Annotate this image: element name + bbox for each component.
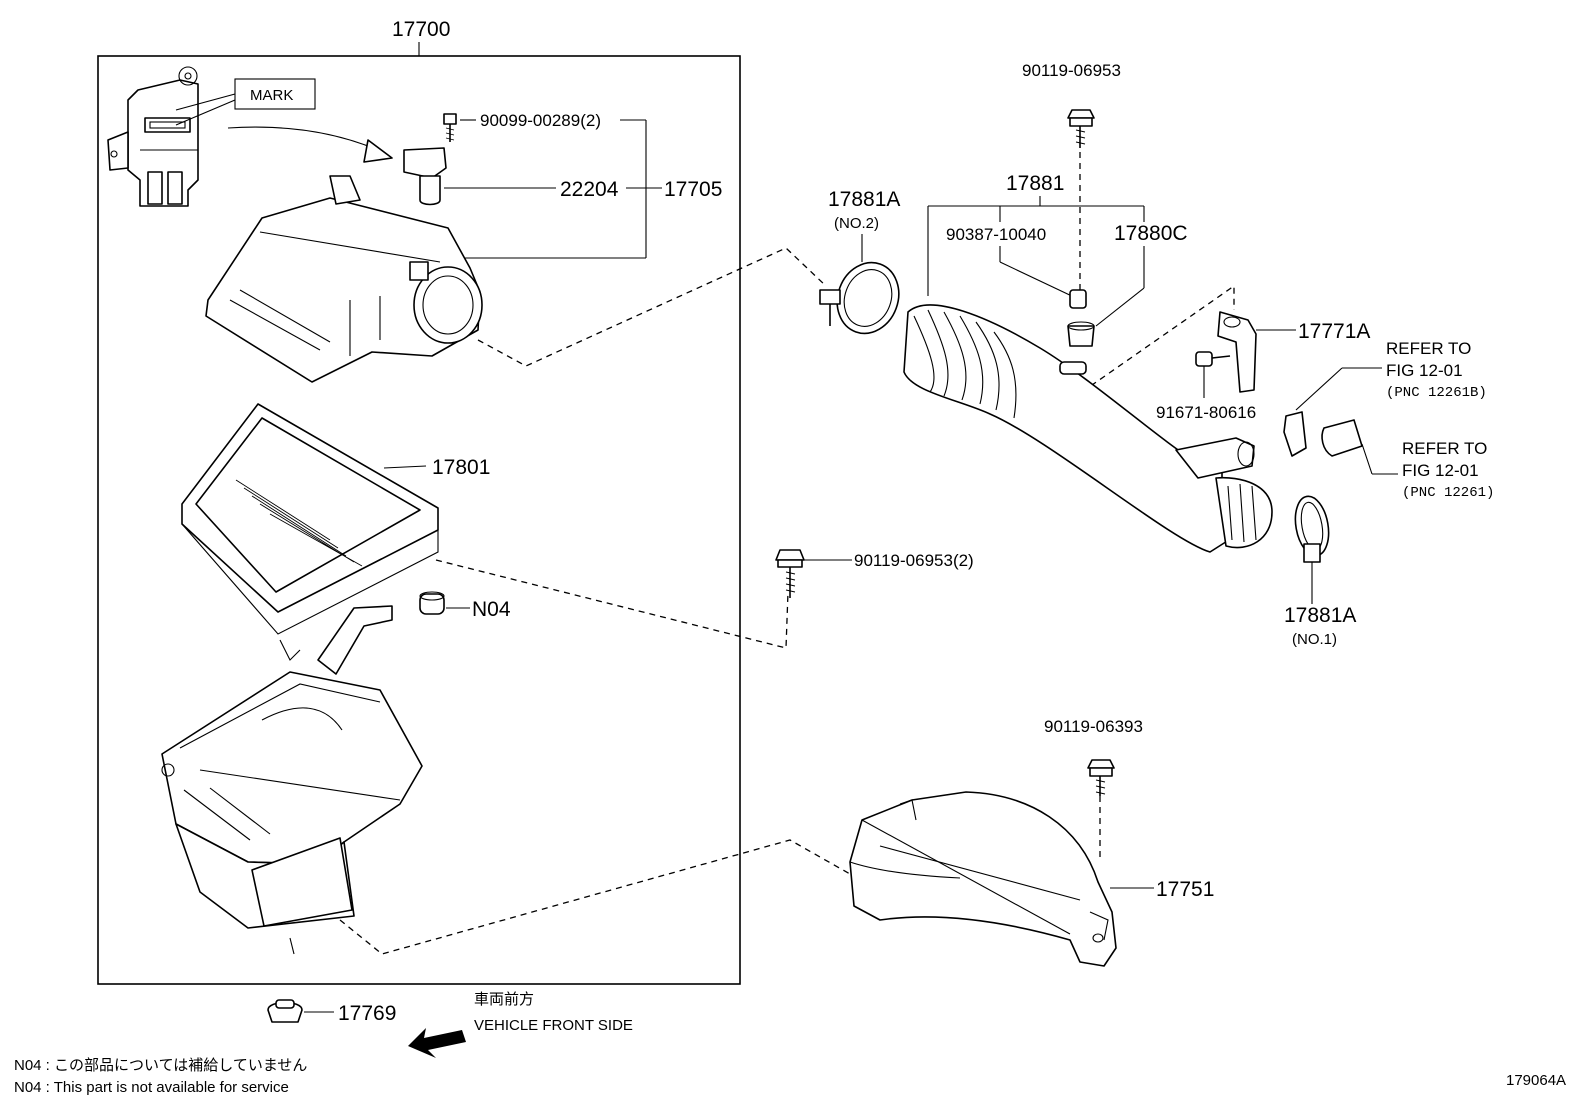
refer1-line3: (PNC 12261B) [1386, 385, 1487, 401]
refer2-line3: (PNC 12261) [1402, 485, 1494, 501]
label-90387: 90387-10040 [946, 225, 1046, 244]
front-label-en: VEHICLE FRONT SIDE [474, 1017, 633, 1034]
label-17881a-top: 17881A [828, 188, 900, 211]
cushion-17880c [1067, 321, 1095, 347]
bolt-90119-bottom [1087, 759, 1115, 796]
dash-case-to-duct [339, 839, 851, 955]
dash-filter-to-bolt [435, 559, 789, 649]
label-90099: 90099-00289(2) [480, 111, 601, 130]
label-90119-top: 90119-06953 [1022, 61, 1121, 80]
label-17700: 17700 [392, 18, 450, 41]
label-90119-mid: 90119-06953(2) [854, 551, 974, 570]
label-no2: (NO.2) [834, 215, 879, 232]
sensor-22204 [403, 147, 447, 206]
label-17881: 17881 [1006, 172, 1064, 195]
dash-cap-to-clamp [477, 247, 827, 367]
refer2-line1: REFER TO [1402, 439, 1487, 458]
label-17705: 17705 [664, 178, 722, 201]
grommet-n04 [419, 591, 445, 615]
collar-90387 [1069, 289, 1087, 309]
hose-clamp-no2 [819, 261, 900, 335]
note-jp: N04 : この部品については補給していません [14, 1057, 307, 1074]
label-17769: 17769 [338, 1002, 396, 1025]
bolt-90119-mid [775, 549, 805, 598]
dash-hose-bracket [1081, 284, 1235, 393]
label-17881a-bot: 17881A [1284, 604, 1356, 627]
air-cleaner-case [161, 605, 423, 955]
hose-clamp-no1 [1294, 495, 1330, 563]
air-filter-element [181, 403, 439, 635]
bracket-17771a [1217, 311, 1257, 393]
refer-hose-2 [1321, 419, 1363, 457]
figure-id: 179064A [1506, 1072, 1566, 1089]
refer2-line2: FIG 12-01 [1402, 461, 1479, 480]
refer-clip-1 [1283, 411, 1307, 457]
refer1-line2: FIG 12-01 [1386, 361, 1463, 380]
label-91671: 91671-80616 [1156, 403, 1256, 422]
label-n04: N04 [472, 598, 511, 621]
sensor-arrow [227, 126, 379, 151]
airflow-sensor-detail [107, 66, 199, 207]
label-17801: 17801 [432, 456, 490, 479]
front-arrow [408, 1028, 466, 1058]
front-label-jp: 車両前方 [474, 991, 534, 1008]
label-17771a: 17771A [1298, 320, 1370, 343]
label-22204: 22204 [560, 178, 619, 201]
intake-duct-17751 [849, 791, 1117, 967]
note-en: N04 : This part is not available for ser… [14, 1079, 289, 1096]
air-cleaner-cap [205, 175, 483, 383]
label-mark: MARK [250, 87, 293, 104]
screw-90099 [443, 113, 457, 142]
label-no1: (NO.1) [1292, 631, 1337, 648]
label-17751: 17751 [1156, 878, 1214, 901]
bolt-90119-top [1067, 109, 1095, 148]
bolt-91671 [1195, 351, 1231, 367]
label-90119-bottom: 90119-06393 [1044, 717, 1143, 736]
refer1-line1: REFER TO [1386, 339, 1471, 358]
grommet-17769 [267, 999, 303, 1023]
intake-hose-17881 [903, 304, 1273, 553]
label-17880c: 17880C [1114, 222, 1188, 245]
